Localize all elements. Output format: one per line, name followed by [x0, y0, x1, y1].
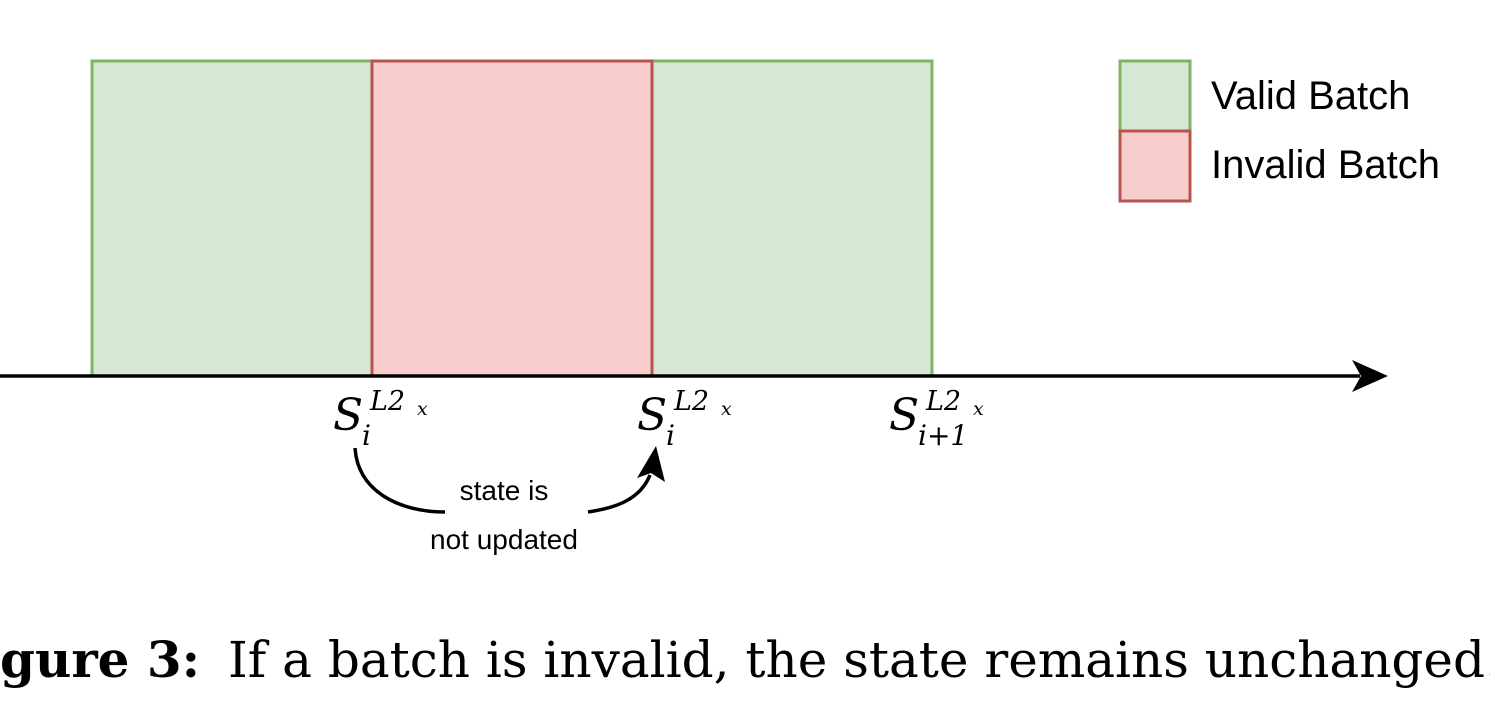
- caption-text: If a batch is invalid, the state remains…: [228, 631, 1490, 689]
- batch-block-invalid: [370, 59, 654, 378]
- legend-label-invalid: Invalid Batch: [1211, 143, 1440, 187]
- svg-text:i: i: [666, 419, 675, 452]
- svg-text:L2: L2: [369, 386, 405, 417]
- svg-text:L2: L2: [673, 386, 709, 417]
- state-label-3: S L2 x i+1: [889, 386, 984, 452]
- svg-text:S: S: [637, 390, 667, 441]
- svg-text:S: S: [889, 390, 919, 441]
- legend-swatch-valid: [1118, 59, 1192, 133]
- state-label-2: S L2 x i: [637, 386, 732, 452]
- batch-block-valid-1: [90, 59, 374, 378]
- svg-text:x: x: [973, 398, 984, 420]
- batch-block-valid-2: [650, 59, 934, 378]
- caption-label: gure 3:: [0, 630, 200, 689]
- timeline-arrowhead-icon: [1352, 360, 1388, 392]
- state-curve-left: [353, 447, 446, 514]
- annotation-line-2: not updated: [430, 524, 578, 555]
- state-curve-arrowhead-icon: [637, 446, 665, 482]
- svg-text:x: x: [721, 398, 732, 420]
- legend-label-valid: Valid Batch: [1211, 74, 1410, 118]
- svg-text:x: x: [417, 398, 428, 420]
- svg-text:i+1: i+1: [918, 419, 968, 452]
- figure-caption: gure 3: If a batch is invalid, the state…: [0, 630, 1490, 689]
- state-curve-right: [587, 474, 652, 514]
- legend-swatch-invalid: [1118, 129, 1192, 203]
- svg-text:i: i: [362, 419, 371, 452]
- svg-text:S: S: [333, 390, 363, 441]
- annotation-line-1: state is: [460, 475, 549, 506]
- svg-text:L2: L2: [925, 386, 961, 417]
- state-label-1: S L2 x i: [333, 386, 428, 452]
